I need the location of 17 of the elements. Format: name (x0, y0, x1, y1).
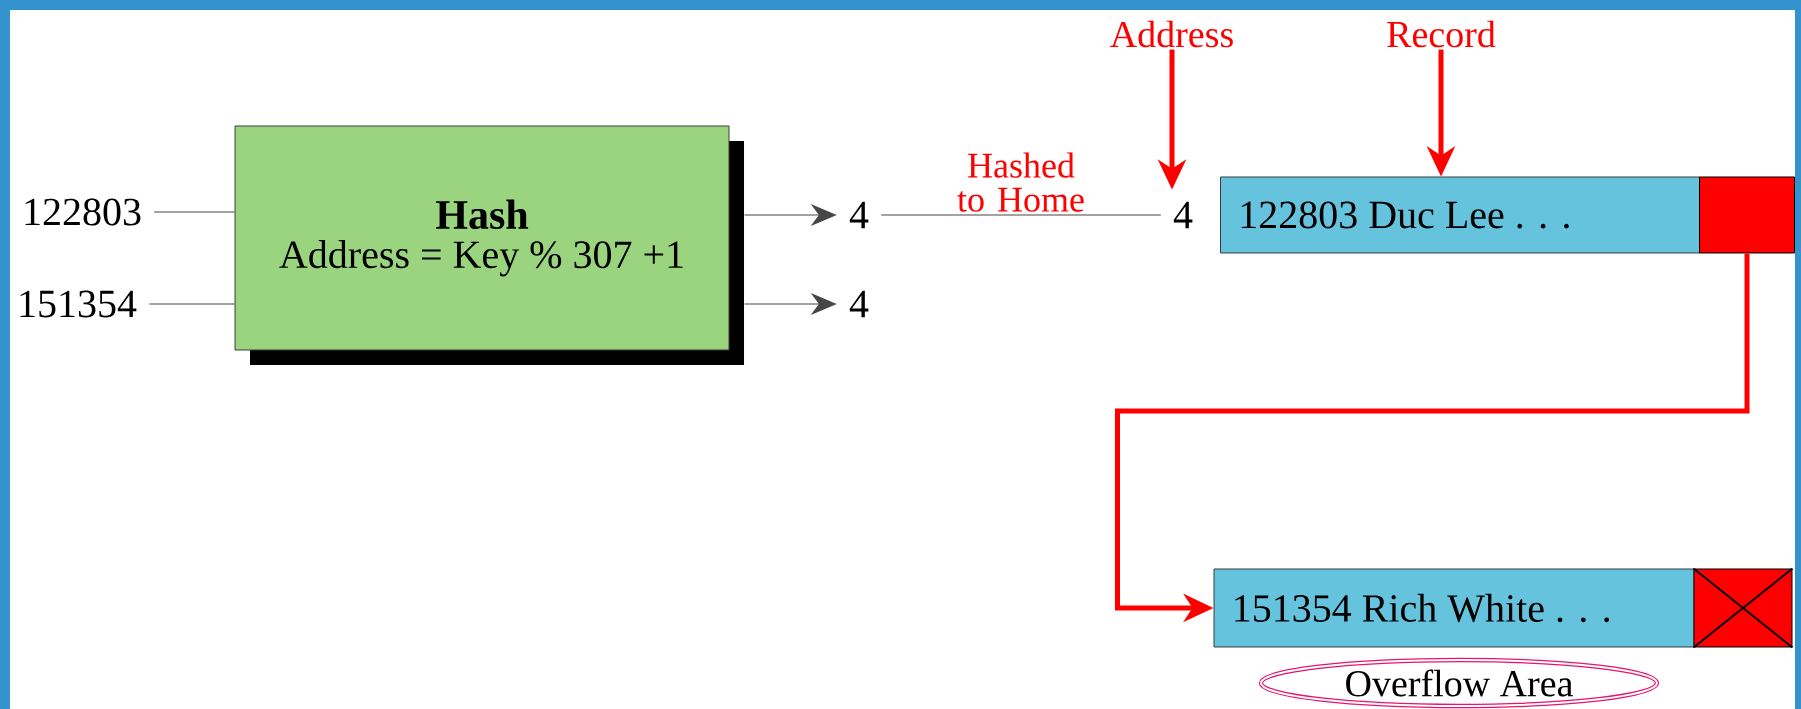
number-label: 4 (849, 290, 869, 318)
number-label: 151354 (20, 290, 137, 318)
number-label: 122803 (25, 198, 141, 226)
record-box: 122803 Duc Lee . . . (1220, 176, 1700, 254)
connector-line (148, 303, 236, 305)
number-label: 4 (1173, 201, 1193, 229)
number-label: 4 (849, 201, 869, 229)
hash-function-box: Hash Address = Key % 307 +1 (234, 125, 744, 365)
null-pointer-cell (1692, 567, 1794, 649)
column-label: Address (1110, 20, 1233, 48)
connector-line (880, 214, 1162, 216)
record-box: 151354 Rich White . . . (1213, 568, 1695, 648)
pointer-cell (1699, 176, 1795, 254)
overflow-area-label: Overflow Area (1258, 657, 1660, 709)
edge-label: Hashed to Home (957, 152, 1084, 212)
connector-line (153, 211, 236, 213)
column-label: Record (1387, 20, 1496, 48)
